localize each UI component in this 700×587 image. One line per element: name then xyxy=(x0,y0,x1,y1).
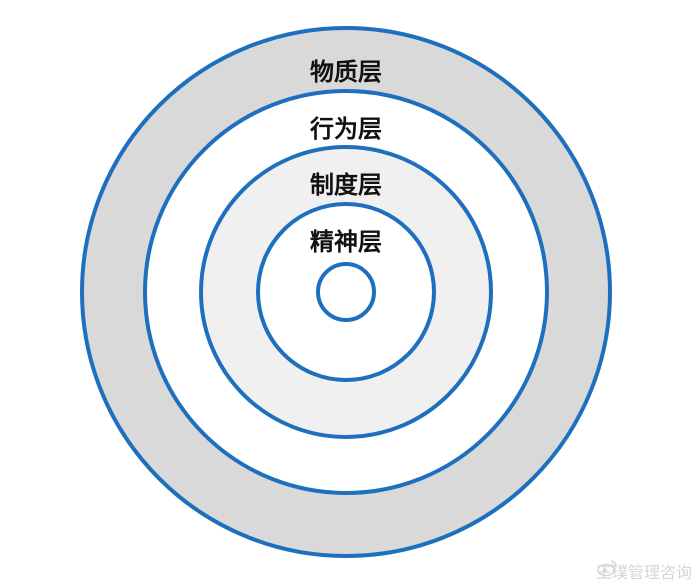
core-circle xyxy=(316,262,376,322)
label-spirit-layer: 精神层 xyxy=(310,228,382,256)
label-system-layer: 制度层 xyxy=(310,171,382,199)
watermark: 王璞管理咨询 xyxy=(596,559,692,583)
watermark-text: 王璞管理咨询 xyxy=(595,563,692,582)
label-material-layer: 物质层 xyxy=(310,58,382,86)
label-behavior-layer: 行为层 xyxy=(309,115,382,143)
weibo-icon xyxy=(597,560,617,577)
